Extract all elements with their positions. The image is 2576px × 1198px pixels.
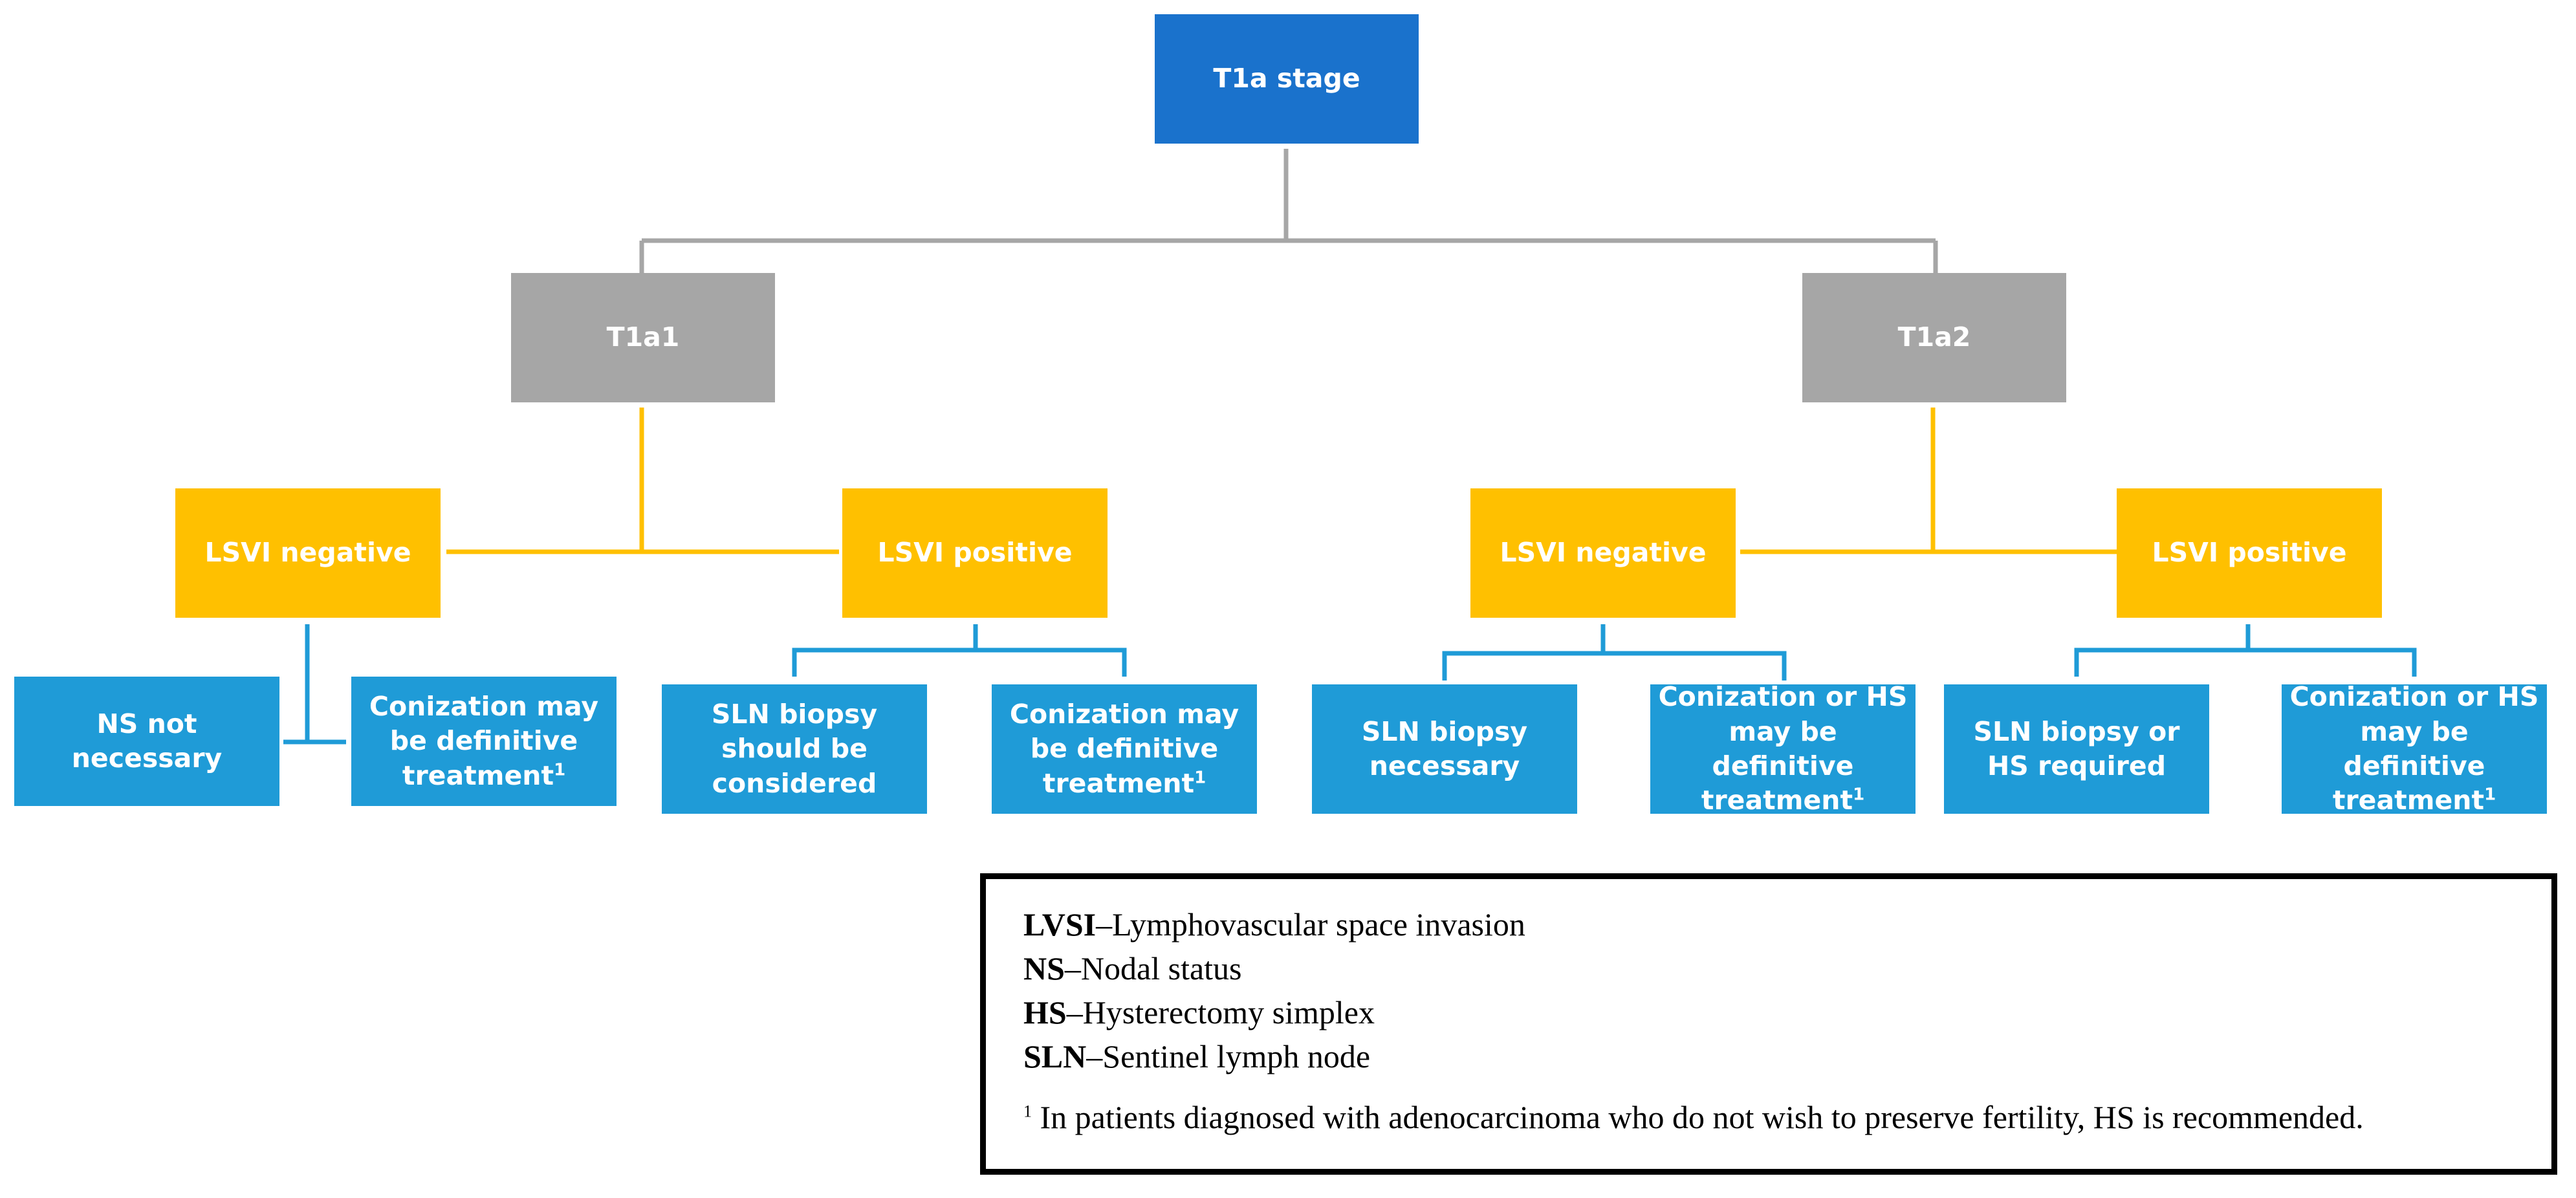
node-sln-should-be-considered: SLN biopsy should be considered [662,684,927,814]
node-label: LSVI positive [877,537,1073,569]
legend-text: Hysterectomy simplex [1082,994,1375,1030]
node-conization-hs-t1a2-neg: Conization or HS may be definitive treat… [1650,681,1916,816]
node-label: LSVI negative [1500,537,1707,569]
legend-abbr: NS [1023,950,1065,986]
node-sln-or-hs-required: SLN biopsy or HS required [1944,684,2209,814]
legend-box: LVSI–Lymphovascular space invasion NS–No… [980,873,2557,1175]
node-t1a-stage: T1a stage [1155,14,1419,144]
legend-text: Sentinel lymph node [1102,1038,1371,1074]
node-label: Conization may be definitive treatment [369,691,599,791]
legend-separator: – [1066,994,1083,1030]
legend-separator: – [1086,1038,1103,1074]
node-label: LSVI positive [2152,537,2347,569]
level1-connectors [446,408,2117,554]
legend-separator: – [1064,950,1081,986]
legend-separator: – [1096,906,1113,942]
node-label: SLN biopsy should be considered [711,699,878,799]
node-label: Conization or HS may be definitive treat… [2289,681,2539,816]
node-conization-t1a1-pos: Conization may be definitive treatment1 [992,684,1257,814]
node-label: T1a1 [606,321,680,353]
node-label: NS not necessary [71,708,223,774]
node-t1a1-lsvi-positive: LSVI positive [842,488,1108,618]
leaf-connectors [283,624,2417,745]
node-sln-necessary: SLN biopsy necessary [1312,684,1577,814]
node-conization-hs-t1a2-pos: Conization or HS may be definitive treat… [2282,681,2547,816]
node-t1a2-lsvi-negative: LSVI negative [1470,488,1736,618]
legend-text: Nodal status [1080,950,1242,986]
legend-text: Lymphovascular space invasion [1112,906,1525,942]
footnote-marker: 1 [2484,785,2496,805]
legend-abbr: HS [1023,994,1067,1030]
node-ns-not-necessary: NS not necessary [14,677,279,806]
legend-item-hs: HS–Hysterectomy simplex [1023,990,2514,1034]
footnote-text: In patients diagnosed with adenocarcinom… [1040,1099,2364,1135]
node-conization-t1a1-neg: Conization may be definitive treatment1 [351,677,617,806]
legend-abbr: LVSI [1023,906,1097,942]
node-label: T1a2 [1897,321,1971,353]
footnote-marker: 1 [1853,785,1865,805]
node-t1a1: T1a1 [511,273,775,402]
node-t1a2-lsvi-positive: LSVI positive [2117,488,2382,618]
node-text: Conization may be definitive treatment1 [999,697,1249,801]
node-label: Conization may be definitive treatment [1009,699,1239,799]
footnote-marker: 1 [1023,1102,1032,1121]
node-t1a1-lsvi-negative: LSVI negative [175,488,441,618]
footnote-marker: 1 [1194,767,1206,787]
legend-abbr: SLN [1023,1038,1087,1074]
node-label: LSVI negative [204,537,411,569]
root-connectors [639,149,1938,273]
node-label: SLN biopsy necessary [1361,715,1528,781]
footnote-marker: 1 [554,759,566,779]
legend-item-ns: NS–Nodal status [1023,946,2514,990]
node-t1a2: T1a2 [1802,273,2066,402]
legend-item-sln: SLN–Sentinel lymph node [1023,1034,2514,1078]
node-text: Conization or HS may be definitive treat… [1658,680,1908,818]
legend-item-lvsi: LVSI–Lymphovascular space invasion [1023,902,2514,946]
node-text: Conization or HS may be definitive treat… [2289,680,2539,818]
node-label: T1a stage [1213,63,1360,94]
node-text: Conization may be definitive treatment1 [359,690,609,793]
node-label: Conization or HS may be definitive treat… [1658,681,1908,816]
node-label: SLN biopsy or HS required [1973,715,2180,781]
legend-footnote: 1 In patients diagnosed with adenocarcin… [1023,1095,2514,1139]
